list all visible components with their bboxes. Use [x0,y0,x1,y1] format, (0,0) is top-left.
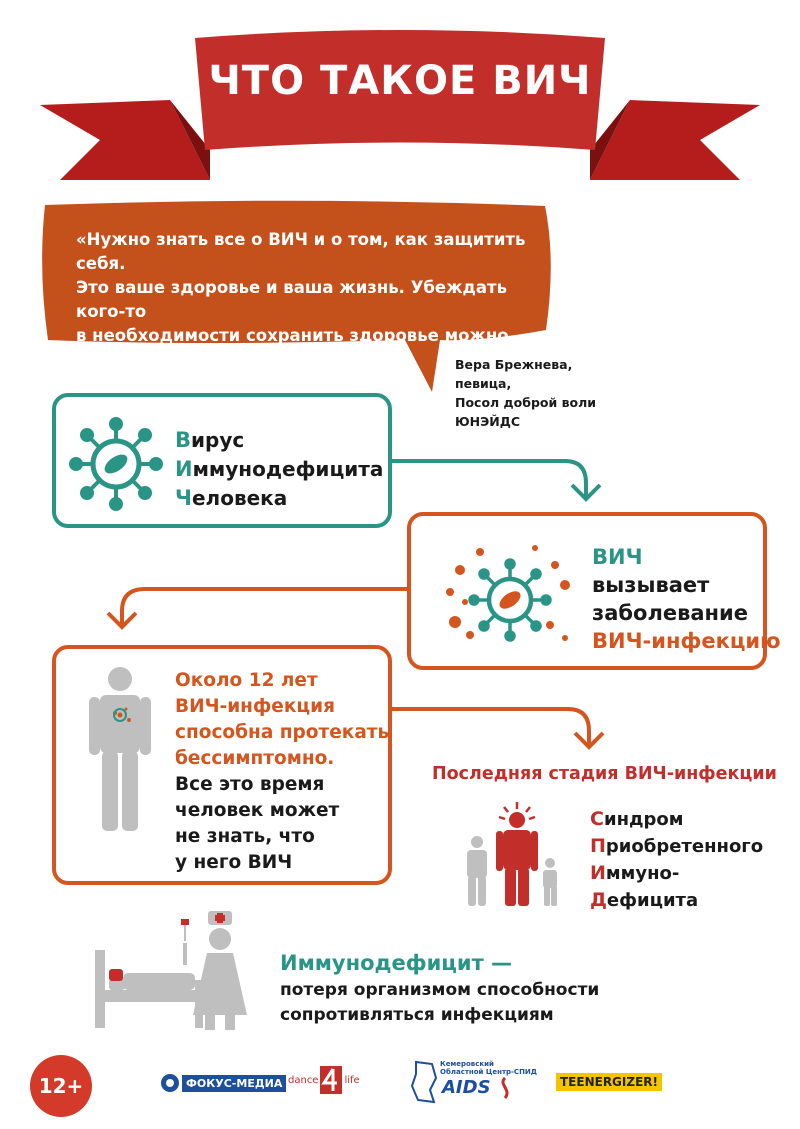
fokus-media-logo: ФОКУС-МЕДИА [160,1073,287,1093]
kemerovo-aids-center-logo: Кемеровский Областной Центр-СПИД AIDS [410,1060,537,1106]
hiv-acronym: Вирус Иммунодефицита Человека [175,428,384,510]
hiv-causes-text: ВИЧ вызывает заболевание ВИЧ-инфекцию [592,545,781,653]
asymptomatic-text: Около 12 лет ВИЧ-инфекция способна проте… [175,670,390,873]
age-rating-badge: 12+ [30,1055,92,1117]
quote-bubble [42,200,551,392]
virus-spread-icon [446,545,570,642]
page-title: ЧТО ТАКОЕ ВИЧ [208,58,592,104]
arrow-right-down-icon [392,459,602,502]
arrow-right-down-icon-2 [392,707,605,750]
dance4life-logo: dance life [288,1066,360,1094]
hiv-causes-box [407,512,767,670]
last-stage-title: Последняя стадия ВИЧ-инфекции [432,764,777,784]
title-ribbon [40,30,760,180]
aids-acronym: Синдром Приобретенного Иммуно- Дефицита [590,808,764,911]
teenergizer-logo: TEENERGIZER! [556,1073,662,1091]
arrow-left-down-icon [106,587,408,630]
sick-person-family-icon [467,802,557,906]
hospital-bed-nurse-icon [95,911,247,1030]
immunodeficiency-definition: Иммунодефицит — потеря организмом способ… [280,951,600,1025]
virus-icon [69,417,163,511]
quote-author: Вера Брежнева, певица, Посол доброй воли… [455,357,597,429]
quote-text: «Нужно знать все о ВИЧ и о том, как защи… [76,230,526,393]
person-infected-icon [89,667,151,831]
